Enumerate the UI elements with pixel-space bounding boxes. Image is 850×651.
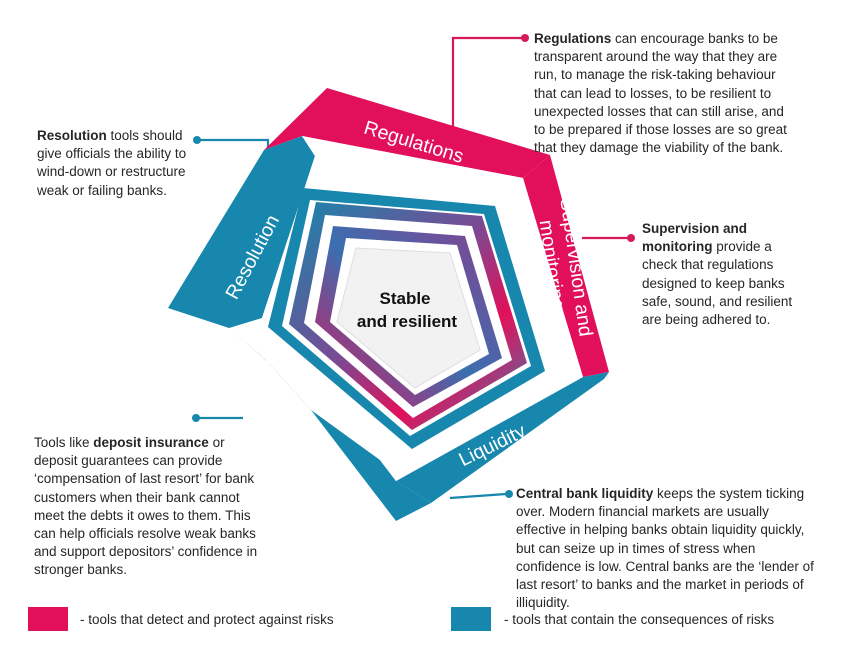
supervision-note-text: provide a check that regulations designe…	[642, 239, 793, 328]
depositor-connector-dot	[192, 414, 200, 422]
liquidity-note-text: keeps the system ticking over. Modern fi…	[516, 486, 814, 611]
legend-blue-swatch	[451, 607, 491, 631]
depositor-segment	[229, 328, 431, 521]
legend-blue-label: - tools that contain the consequences of…	[504, 612, 775, 627]
legend-red-label: - tools that detect and protect against …	[80, 612, 334, 627]
regulations-connector-dot	[521, 34, 529, 42]
liquidity-note-bold: Central bank liquidity	[516, 486, 654, 501]
supervision-note-bold: Supervision and monitoring	[642, 221, 748, 255]
center-pentagon	[336, 247, 481, 389]
resolution-connector-dot	[193, 136, 201, 144]
liquidity-note: Central bank liquidity keeps the system …	[516, 485, 822, 612]
depositor-note-text: or deposit guarantees can provide ‘compe…	[34, 435, 258, 578]
depositor-note-pre: Tools like	[34, 435, 94, 450]
regulations-note-bold: Regulations	[534, 31, 612, 46]
supervision-note: Supervision and monitoring provide a che…	[642, 220, 802, 329]
regulations-segment	[264, 88, 550, 178]
supervision-segment	[523, 155, 609, 377]
liquidity-segment	[396, 372, 609, 503]
liquidity-connector-dot	[505, 490, 513, 498]
regulations-note: Regulations can encourage banks to be tr…	[534, 30, 789, 157]
regulations-note-text: can encourage banks to be transparent ar…	[534, 31, 787, 156]
center-label-line1: Stable	[379, 289, 430, 308]
depositor-note: Tools like deposit insurance or deposit …	[34, 434, 270, 580]
depositor-note-bold: deposit insurance	[93, 435, 209, 450]
center-label-line2: and resilient	[357, 312, 457, 331]
regulations-connector	[451, 36, 522, 132]
legend-red-swatch	[28, 607, 68, 631]
resolution-note-text: tools should give officials the ability …	[37, 128, 187, 198]
outer-ring	[168, 88, 609, 521]
resolution-note: Resolution tools should give officials t…	[37, 127, 197, 200]
resolution-note-bold: Resolution	[37, 128, 107, 143]
resolution-segment	[168, 136, 315, 328]
liquidity-connector	[449, 492, 507, 500]
supervision-connector-dot	[627, 234, 635, 242]
